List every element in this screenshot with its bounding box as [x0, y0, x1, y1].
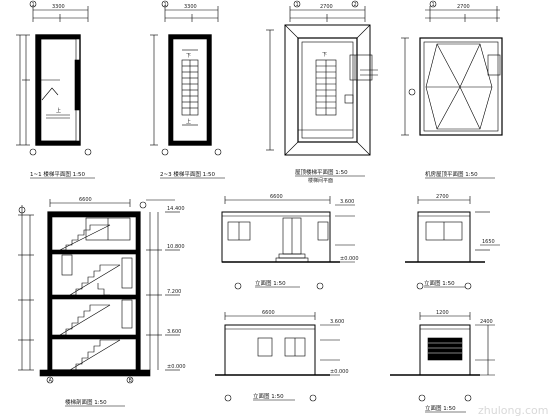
elev2-level: 1650 [482, 239, 495, 245]
plan1-dim-top: 3300 [52, 4, 65, 10]
elevation-4 [390, 312, 495, 402]
plan-view-3 [266, 0, 378, 156]
plan-view-1 [16, 0, 92, 156]
elev4-caption: 立面图 1:50 [425, 404, 456, 412]
section-caption: 楼梯剖面图 1:50 [65, 398, 107, 406]
elev3-level-top: 3.600 [330, 319, 344, 325]
elev4-level-top: 2400 [480, 319, 493, 325]
plan3-axis-1: 1 [296, 2, 299, 8]
plan3-axis-2: 2 [354, 2, 357, 8]
plan2-dim-top: 3300 [184, 4, 197, 10]
elevation-2 [405, 196, 500, 290]
section-level-3: 10.800 [167, 244, 185, 250]
section-dim-top: 6600 [79, 197, 92, 203]
elev3-caption: 立面图 1:50 [253, 392, 284, 400]
elev2-caption: 立面图 1:50 [424, 279, 455, 287]
plan3-caption: 屋顶楼梯平面图 1:50 [295, 168, 348, 176]
watermark-text: zhulong.com [478, 404, 548, 417]
plan4-axis-1: 1 [432, 2, 435, 8]
elev1-caption: 立面图 1:50 [255, 279, 286, 287]
stair-section [18, 199, 180, 384]
elev3-level-ground: ±0.000 [330, 369, 349, 375]
plan2-dn-label: 下 [186, 53, 191, 59]
plan-view-2 [150, 0, 222, 156]
plan2-caption: 2~3 楼梯平面图 1:50 [160, 170, 215, 178]
section-axis-a: A [49, 378, 53, 384]
plan1-axis-1: 1 [32, 2, 35, 8]
elev1-level-ground: ±0.000 [340, 256, 359, 262]
plan3-dn-label: 下 [322, 52, 327, 58]
section-axis-b: B [129, 378, 133, 384]
section-level-0: ±0.000 [167, 364, 186, 370]
section-level-2: 7.200 [167, 289, 181, 295]
elevation-1 [221, 196, 355, 290]
plan1-caption: 1~1 楼梯平面图 1:50 [30, 170, 85, 178]
plan1-up-label: 上 [56, 107, 61, 114]
plan2-up-label: 上 [186, 118, 191, 125]
plan3-dim-top: 2700 [320, 4, 333, 10]
elev2-dim-top: 2700 [436, 194, 449, 200]
plan2-axis-1: 1 [164, 2, 167, 8]
plan-view-4 [401, 0, 503, 136]
elev1-dim-top: 6600 [270, 194, 283, 200]
elev4-dim-top: 1200 [436, 310, 449, 316]
plan4-caption: 机房屋顶平面图 1:50 [425, 170, 478, 178]
section-level-1: 3.600 [167, 329, 181, 335]
elev1-level-top: 3.600 [340, 199, 354, 205]
section-level-4: 14.400 [167, 206, 185, 212]
elevation-3 [215, 312, 340, 402]
plan3-subcaption: 楼梯间平面 [308, 177, 333, 184]
elev3-dim-top: 6600 [262, 310, 275, 316]
plan4-dim-top: 2700 [457, 4, 470, 10]
